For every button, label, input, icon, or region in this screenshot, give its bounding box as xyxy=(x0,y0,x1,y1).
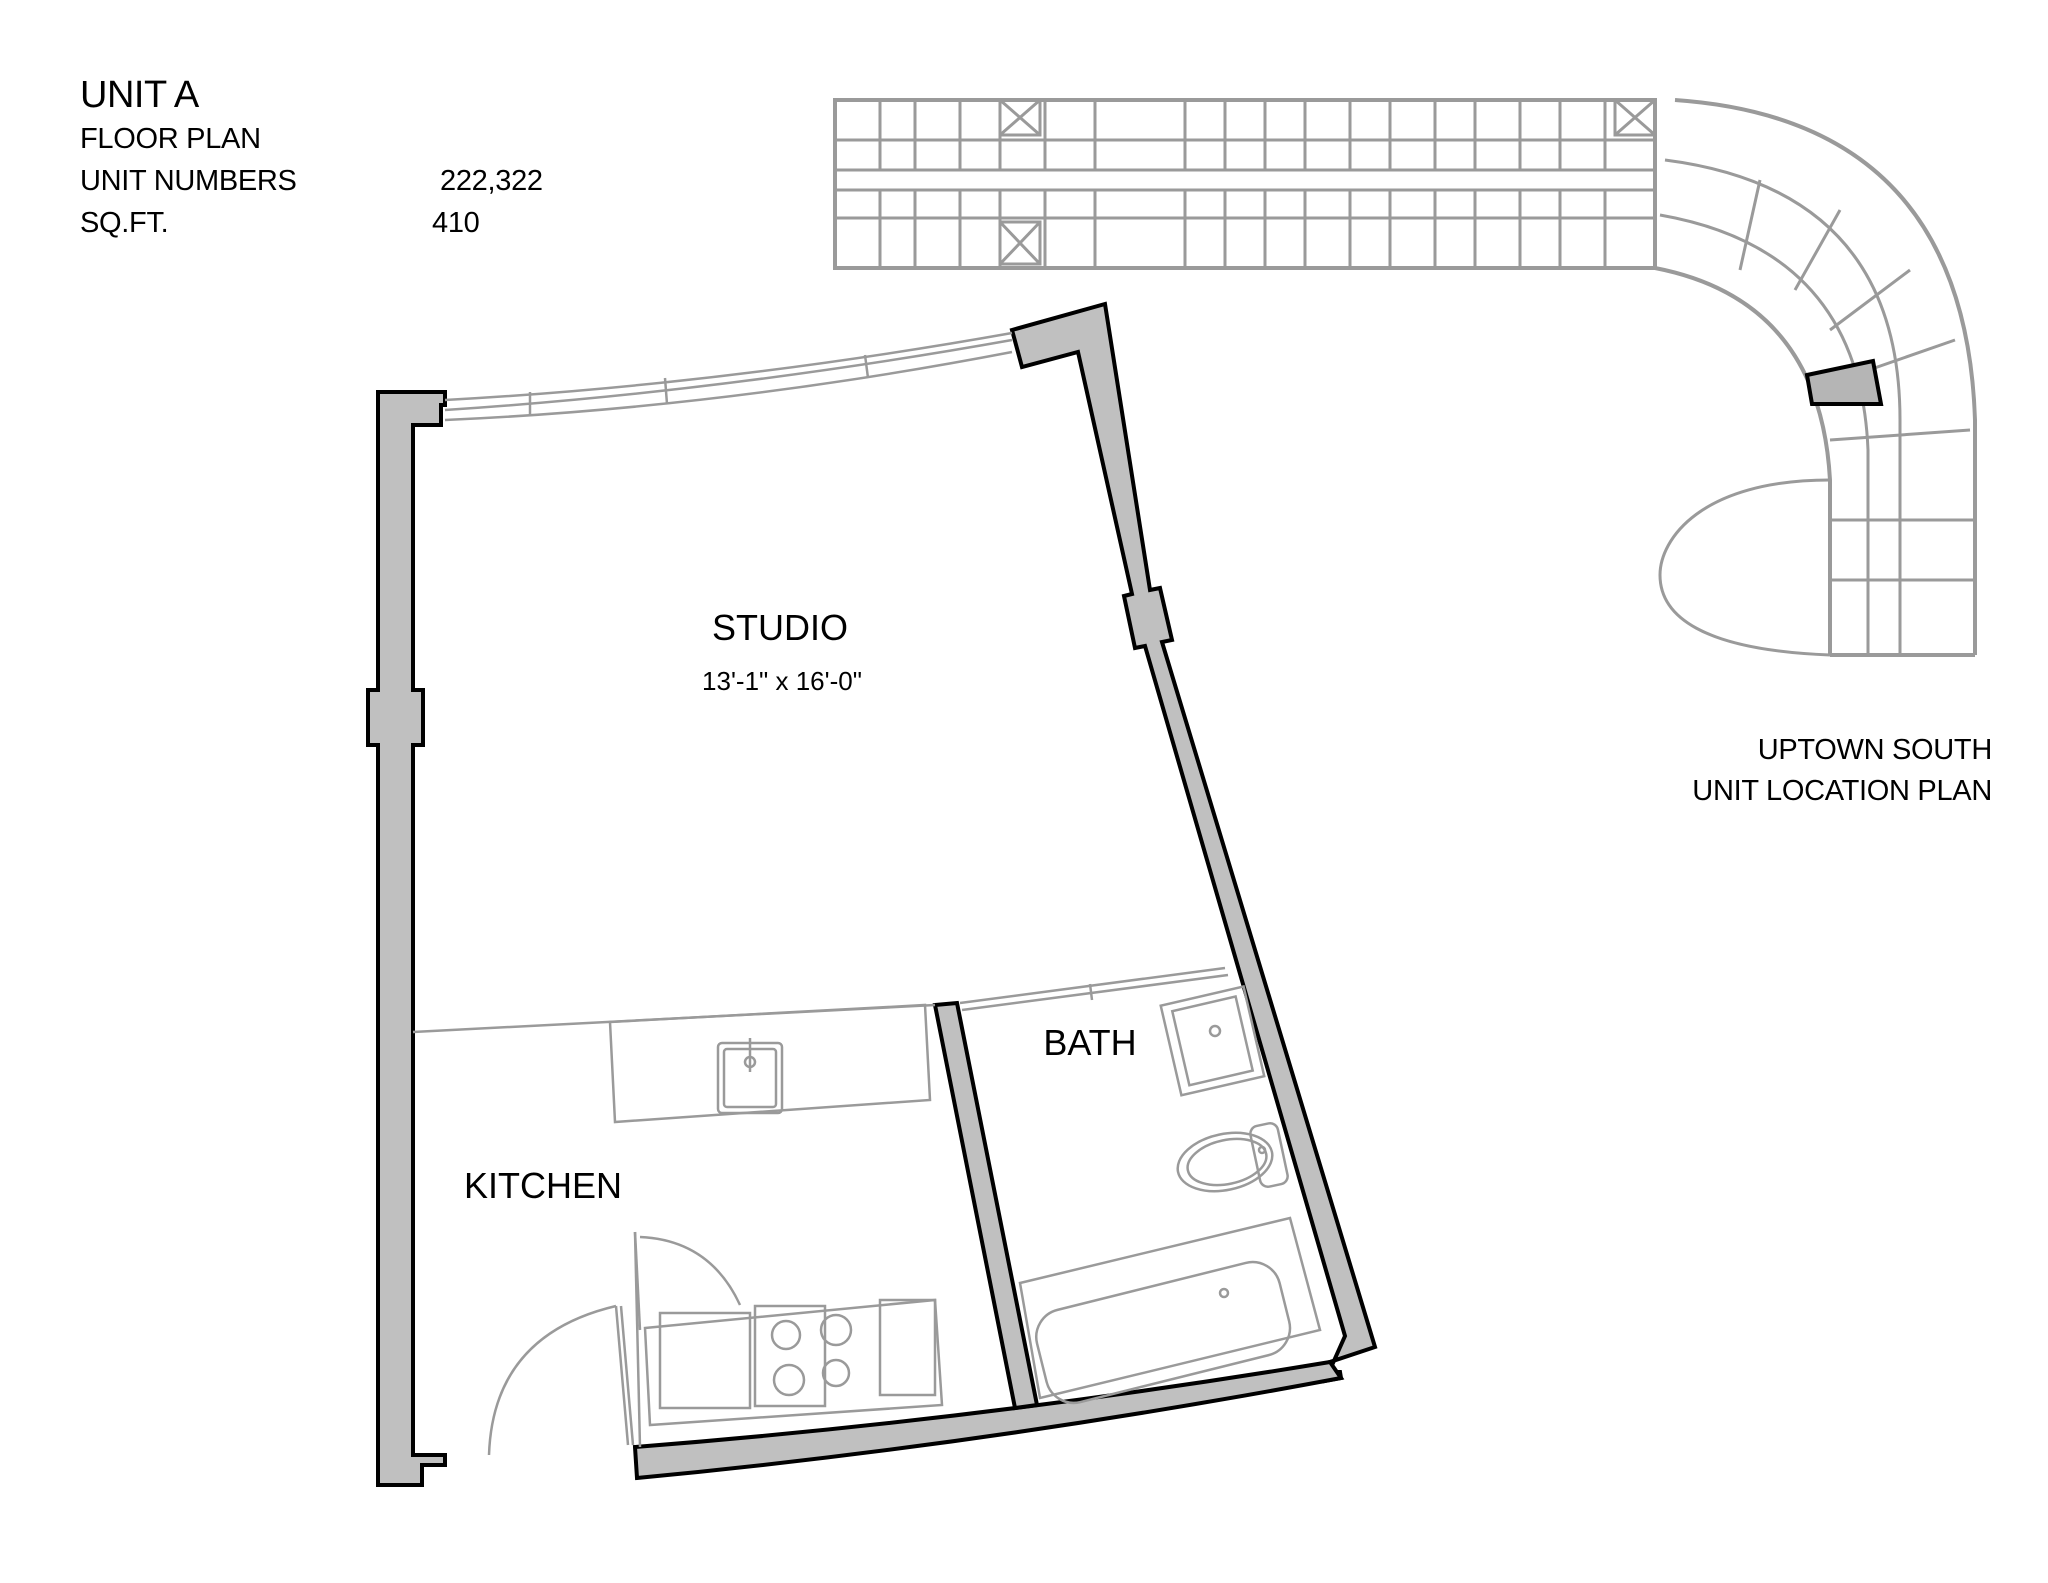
kitchen-label: KITCHEN xyxy=(464,1165,622,1206)
location-plan-title: UNIT LOCATION PLAN xyxy=(1692,775,1992,807)
unit-info: UNIT A FLOOR PLAN UNIT NUMBERS 222,322 S… xyxy=(80,72,543,244)
left-wall xyxy=(366,390,447,1487)
unit-numbers-row: UNIT NUMBERS 222,322 xyxy=(80,160,543,202)
cabinet-left xyxy=(658,1311,752,1410)
bottom-wall xyxy=(632,1359,1345,1481)
unit-title: UNIT A xyxy=(80,74,199,116)
building-name: UPTOWN SOUTH xyxy=(1757,734,1993,766)
unit-numbers-value: 222,322 xyxy=(440,165,543,197)
window xyxy=(444,331,1013,422)
highlighted-unit-marker xyxy=(1804,358,1884,406)
entry-door-swing xyxy=(487,1304,617,1456)
walls xyxy=(366,301,1378,1487)
unit-numbers-label: UNIT NUMBERS xyxy=(80,165,297,197)
pantry-door-swing xyxy=(639,1235,742,1306)
sqft-label: SQ.FT. xyxy=(80,207,169,239)
bath-label: BATH xyxy=(1043,1022,1136,1063)
cabinet-right xyxy=(878,1298,937,1397)
bath-sink-icon xyxy=(1159,985,1266,1097)
stove-icon xyxy=(753,1304,827,1408)
sqft-row: SQ.FT. 410 xyxy=(80,202,480,244)
studio-label: STUDIO xyxy=(712,607,848,648)
toilet-icon xyxy=(1176,1122,1289,1193)
bath-partition-wall xyxy=(932,1000,1040,1411)
kitchen-island xyxy=(608,1003,932,1124)
right-wall xyxy=(1009,301,1378,1384)
bathtub-icon xyxy=(1018,1216,1322,1405)
location-plan-caption: UPTOWN SOUTH UNIT LOCATION PLAN xyxy=(1692,730,1992,812)
sqft-value: 410 xyxy=(432,207,480,239)
fixtures xyxy=(412,966,1322,1456)
floor-plan-label: FLOOR PLAN xyxy=(80,123,261,155)
location-plan xyxy=(833,98,1977,657)
studio-dimensions: 13'-1" x 16'-0" xyxy=(702,666,862,696)
